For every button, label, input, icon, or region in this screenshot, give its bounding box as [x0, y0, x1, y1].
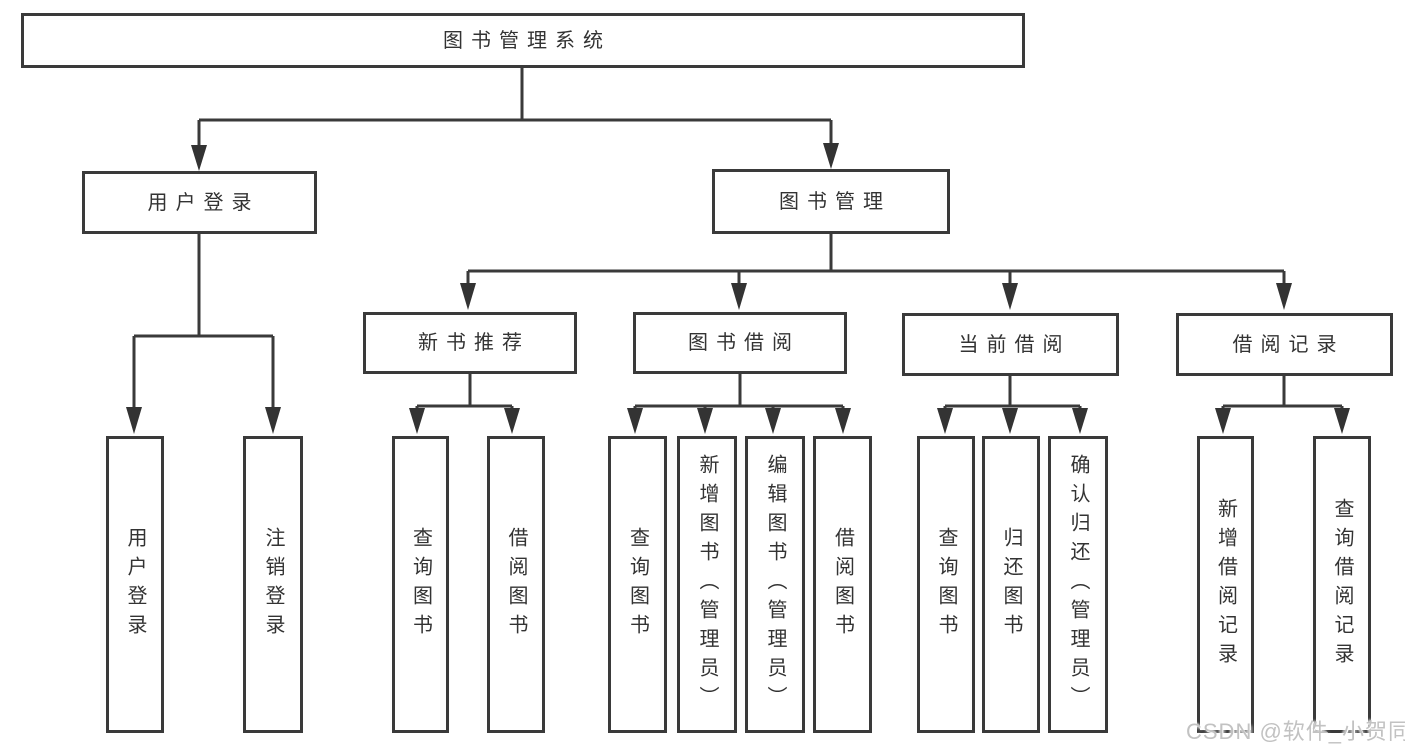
leaf-label: 借阅图书 — [505, 526, 527, 643]
node-book-borrowing: 图书借阅 — [633, 312, 847, 374]
leaf-user-login: 用户登录 — [106, 436, 164, 733]
leaf-label: 用户登录 — [124, 526, 146, 643]
leaf-query-books-borrowing: 查询图书 — [608, 436, 667, 733]
arrowheads — [126, 143, 1350, 434]
leaf-label: 借阅图书 — [831, 526, 854, 643]
leaf-query-books-current: 查询图书 — [917, 436, 975, 733]
leaf-label: 新增图书（管理员） — [696, 454, 718, 715]
leaf-logout: 注销登录 — [243, 436, 303, 733]
node-label: 图书借阅 — [688, 332, 800, 354]
leaf-query-borrow-record: 查询借阅记录 — [1313, 436, 1371, 733]
leaf-add-borrow-record: 新增借阅记录 — [1197, 436, 1254, 733]
leaf-label: 确认归还（管理员） — [1067, 454, 1089, 715]
leaf-label: 归还图书 — [1000, 526, 1022, 643]
leaf-label: 查询图书 — [626, 526, 649, 643]
node-label: 当前借阅 — [958, 333, 1071, 356]
leaf-borrow-books: 借阅图书 — [813, 436, 872, 733]
leaf-label: 查询图书 — [935, 526, 957, 643]
node-book-management: 图书管理 — [712, 169, 950, 234]
node-label: 图书管理 — [779, 190, 891, 213]
leaf-label: 新增借阅记录 — [1214, 497, 1237, 672]
node-label: 图书管理系统 — [443, 29, 611, 52]
node-label: 新书推荐 — [418, 332, 530, 354]
leaf-label: 注销登录 — [262, 526, 284, 643]
leaf-confirm-return-admin: 确认归还（管理员） — [1048, 436, 1108, 733]
leaf-edit-books-admin: 编辑图书（管理员） — [745, 436, 805, 733]
leaf-label: 编辑图书（管理员） — [764, 454, 786, 715]
node-user-login: 用户登录 — [82, 171, 317, 234]
leaf-add-books-admin: 新增图书（管理员） — [677, 436, 737, 733]
leaf-borrow-books-recommend: 借阅图书 — [487, 436, 545, 733]
node-label: 借阅记录 — [1232, 333, 1345, 356]
leaf-label: 查询借阅记录 — [1331, 497, 1353, 672]
node-new-book-recommendation: 新书推荐 — [363, 312, 577, 374]
node-library-management-system: 图书管理系统 — [21, 13, 1025, 68]
leaf-label: 查询图书 — [409, 526, 432, 643]
leaf-query-books-recommend: 查询图书 — [392, 436, 449, 733]
node-current-borrowing: 当前借阅 — [902, 313, 1119, 376]
node-label: 用户登录 — [147, 191, 260, 214]
leaf-return-books: 归还图书 — [982, 436, 1040, 733]
node-borrowing-records: 借阅记录 — [1176, 313, 1393, 376]
